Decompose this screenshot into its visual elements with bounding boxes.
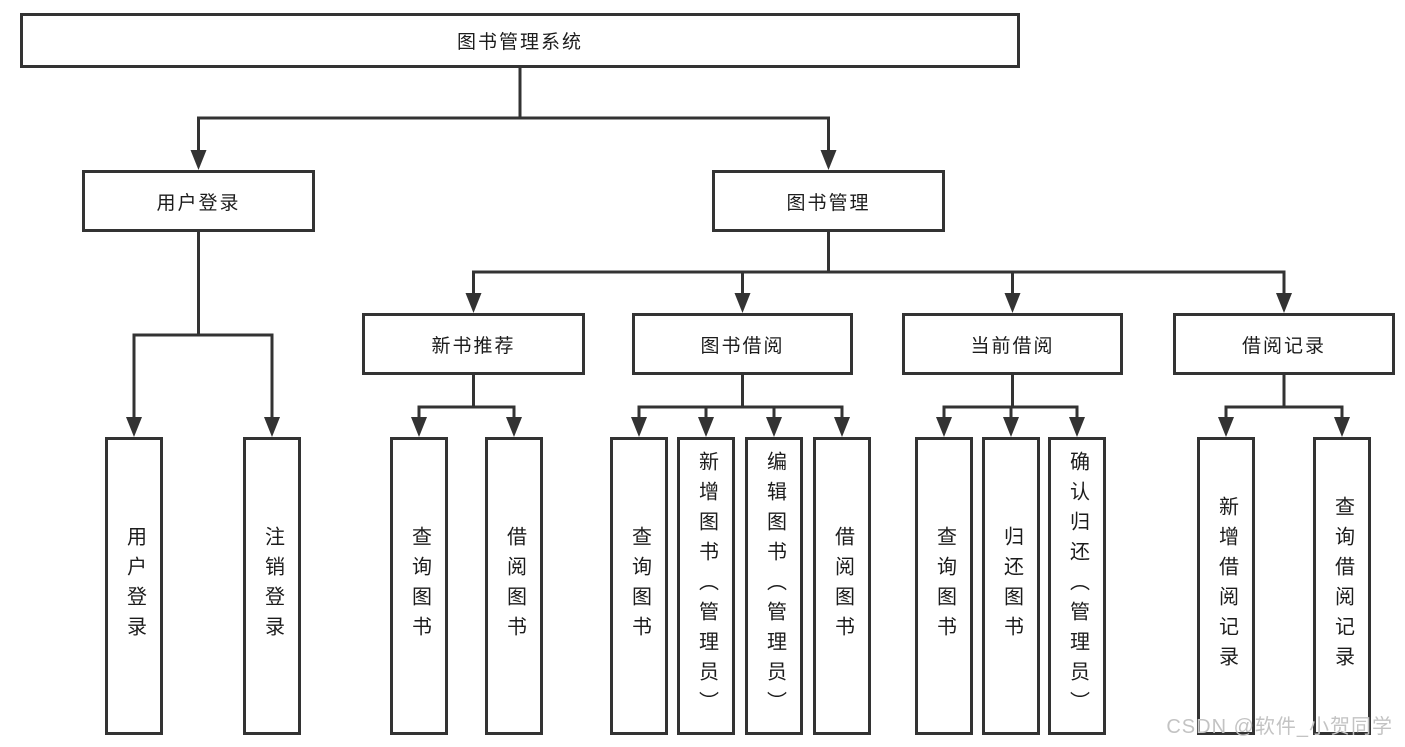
- node-user-login: 用户登录: [82, 170, 315, 232]
- node-book-borrowing: 图书借阅: [632, 313, 853, 375]
- leaf-borrow-books: 借阅图书: [813, 437, 871, 735]
- leaf-return-books: 归还图书: [982, 437, 1040, 735]
- node-book-management: 图书管理: [712, 170, 945, 232]
- leaf-logout: 注销登录: [243, 437, 301, 735]
- node-new-book-recommendation: 新书推荐: [362, 313, 585, 375]
- leaf-confirm-return-admin: 确认归还（管理员）: [1048, 437, 1106, 735]
- leaf-query-books-recommend: 查询图书: [390, 437, 448, 735]
- leaf-borrow-books-recommend: 借阅图书: [485, 437, 543, 735]
- leaf-user-login: 用户登录: [105, 437, 163, 735]
- leaf-edit-book-admin: 编辑图书（管理员）: [745, 437, 803, 735]
- node-current-borrowing: 当前借阅: [902, 313, 1123, 375]
- leaf-query-books-borrow: 查询图书: [610, 437, 668, 735]
- leaf-add-borrow-record: 新增借阅记录: [1197, 437, 1255, 735]
- leaf-query-borrow-record: 查询借阅记录: [1313, 437, 1371, 735]
- leaf-query-books-current: 查询图书: [915, 437, 973, 735]
- node-borrowing-records: 借阅记录: [1173, 313, 1395, 375]
- csdn-watermark: CSDN @软件_小贺同学: [1166, 716, 1393, 738]
- node-library-management-system: 图书管理系统: [20, 13, 1020, 68]
- leaf-add-book-admin: 新增图书（管理员）: [677, 437, 735, 735]
